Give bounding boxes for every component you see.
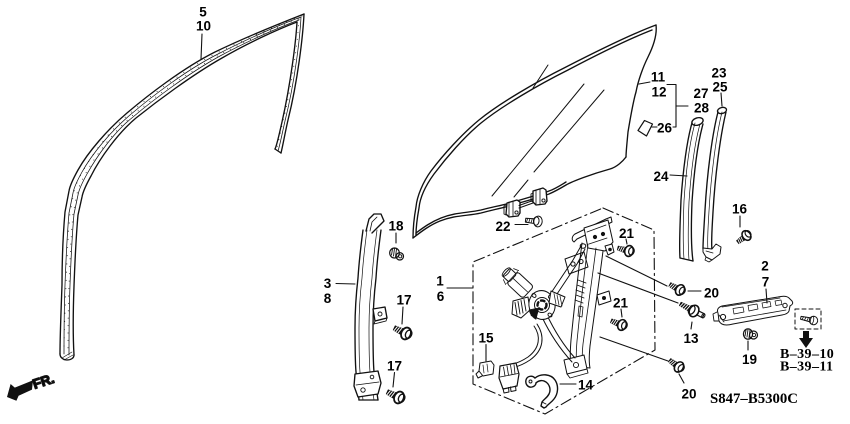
svg-text:B–39–11: B–39–11	[780, 359, 833, 374]
svg-text:20: 20	[704, 286, 719, 301]
svg-text:S847–B5300C: S847–B5300C	[710, 391, 798, 407]
svg-text:28: 28	[694, 101, 710, 116]
svg-text:12: 12	[651, 85, 666, 100]
svg-text:16: 16	[732, 202, 748, 217]
svg-text:3: 3	[324, 276, 332, 291]
svg-text:27: 27	[693, 86, 708, 101]
svg-text:2: 2	[761, 259, 769, 274]
svg-text:17: 17	[396, 293, 411, 308]
svg-text:8: 8	[324, 291, 332, 306]
svg-text:19: 19	[742, 352, 757, 367]
svg-text:21: 21	[613, 296, 629, 311]
svg-text:17: 17	[387, 359, 402, 374]
svg-text:1: 1	[436, 274, 444, 289]
svg-text:15: 15	[478, 331, 494, 346]
svg-text:18: 18	[388, 219, 404, 234]
svg-text:24: 24	[653, 169, 669, 184]
svg-text:5: 5	[199, 5, 207, 20]
svg-text:20: 20	[681, 387, 696, 402]
svg-text:22: 22	[495, 219, 510, 234]
svg-text:7: 7	[762, 275, 770, 290]
svg-text:25: 25	[712, 80, 728, 95]
svg-text:23: 23	[711, 66, 727, 81]
svg-text:13: 13	[683, 331, 699, 346]
svg-text:26: 26	[657, 121, 673, 136]
svg-text:B–39–10: B–39–10	[780, 347, 834, 362]
svg-text:21: 21	[619, 226, 635, 241]
svg-text:FR.: FR.	[31, 371, 56, 392]
svg-text:6: 6	[437, 289, 445, 304]
svg-text:11: 11	[651, 70, 666, 85]
svg-text:14: 14	[578, 378, 594, 393]
svg-text:10: 10	[196, 19, 211, 34]
